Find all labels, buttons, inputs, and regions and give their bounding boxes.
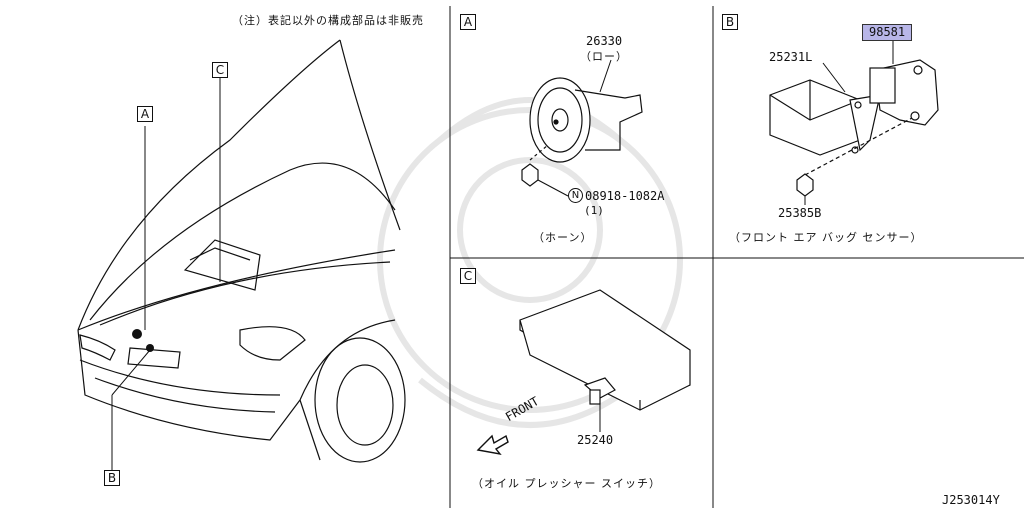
callout-c-box[interactable]: C <box>212 62 228 78</box>
diagram-id: J253014Y <box>942 493 1000 507</box>
callout-b-box[interactable]: B <box>104 470 120 486</box>
horn-part-number[interactable]: 26330 <box>586 34 623 48</box>
airbag-sensor-illustration <box>769 38 939 205</box>
switch-part-number[interactable]: 25240 <box>577 433 614 447</box>
horn-sub-label: （ロー） <box>580 50 628 63</box>
callout-b-point <box>146 344 154 352</box>
horn-illustration <box>529 59 643 163</box>
panel-a-label: A <box>460 14 476 30</box>
panel-c-caption: （オイル プレッシャー スイッチ） <box>472 477 661 490</box>
panel-b-caption: （フロント エア バッグ センサー） <box>729 231 923 244</box>
oil-switch-illustration <box>519 289 691 432</box>
callout-a-box[interactable]: A <box>137 106 153 122</box>
bracket-part-number[interactable]: 25231L <box>769 50 813 64</box>
panel-b-label: B <box>722 14 738 30</box>
highlighted-part-number[interactable]: 98581 <box>862 24 913 41</box>
nut-quantity: (1) <box>584 204 604 217</box>
callout-a-point <box>132 329 142 339</box>
front-arrow-icon <box>476 434 509 456</box>
car-illustration <box>77 39 406 463</box>
panel-a-caption: （ホーン） <box>533 231 593 244</box>
panel-c-label: C <box>460 268 476 284</box>
nut-symbol-icon: N <box>568 188 583 203</box>
bracket-nut-part-number[interactable]: 25385B <box>778 206 822 220</box>
non-sale-note: （注）表記以外の構成部品は非販売 <box>232 14 424 27</box>
nut-part-number[interactable]: 08918-1082A <box>585 189 665 203</box>
horn-nut <box>521 144 569 197</box>
